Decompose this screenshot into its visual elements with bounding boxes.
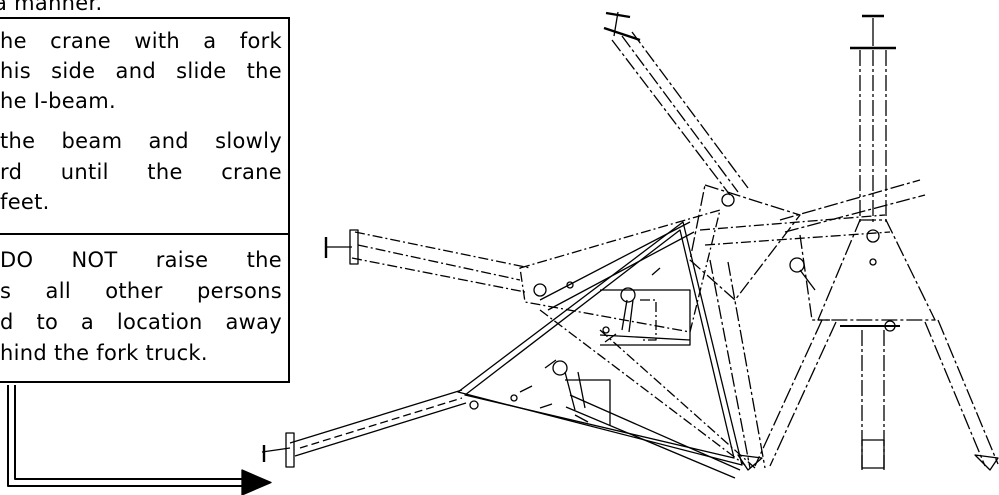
partial-end-cap	[324, 229, 574, 297]
step1-line-2: his side and slide the	[0, 59, 282, 83]
step1-line-3: he I-beam.	[0, 89, 116, 113]
crane-position-angled	[611, 31, 926, 469]
angled-top-cap	[603, 11, 816, 291]
box-divider-1	[0, 233, 288, 235]
step1-line-1: he crane with a fork	[0, 29, 282, 53]
warning-line-1: DO NOT raise the	[0, 248, 282, 272]
box-border-right	[288, 17, 290, 383]
vertical-top-cap	[737, 14, 999, 471]
crane-position-vertical	[754, 50, 999, 470]
step2-line-1: the beam and slowly	[0, 129, 282, 153]
box-border-top	[0, 17, 288, 19]
warning-line-2: s all other persons	[0, 279, 282, 303]
crane-position-lowered	[261, 221, 743, 479]
crane-position-partial	[351, 209, 891, 469]
direction-arrow-icon	[7, 385, 272, 495]
step2-line-3: feet.	[0, 190, 50, 214]
intro-line: a manner.	[0, 0, 103, 15]
box-border-bottom	[0, 381, 290, 383]
warning-line-3: d to a location away	[0, 310, 282, 334]
step2-line-2: rd until the crane	[0, 160, 282, 184]
warning-line-4: hind the fork truck.	[0, 341, 208, 365]
